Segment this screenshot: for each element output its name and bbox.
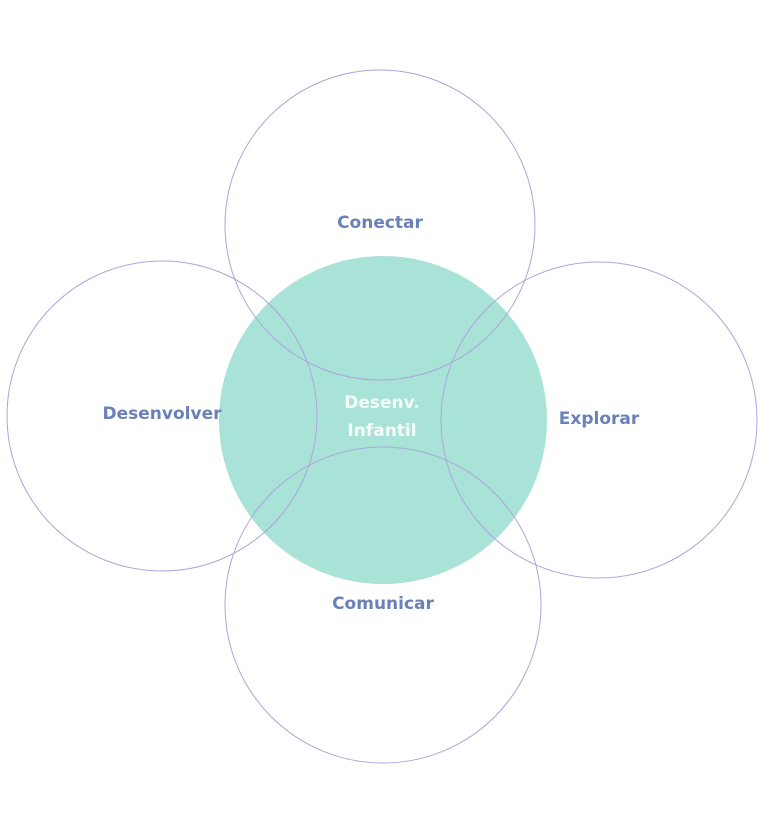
- circle-desenvolver: [6, 260, 318, 572]
- label-comunicar: Comunicar: [332, 594, 434, 614]
- circle-explorar: [440, 261, 758, 579]
- center-label-line2: Infantil: [347, 421, 417, 441]
- center-label: Desenv. Infantil: [344, 389, 420, 445]
- circle-comunicar: [224, 446, 542, 764]
- label-conectar: Conectar: [337, 213, 423, 233]
- circle-conectar: [224, 69, 536, 381]
- center-circle: [219, 256, 547, 584]
- label-desenvolver: Desenvolver: [102, 404, 222, 424]
- label-explorar: Explorar: [558, 409, 640, 429]
- center-label-line1: Desenv.: [344, 393, 420, 413]
